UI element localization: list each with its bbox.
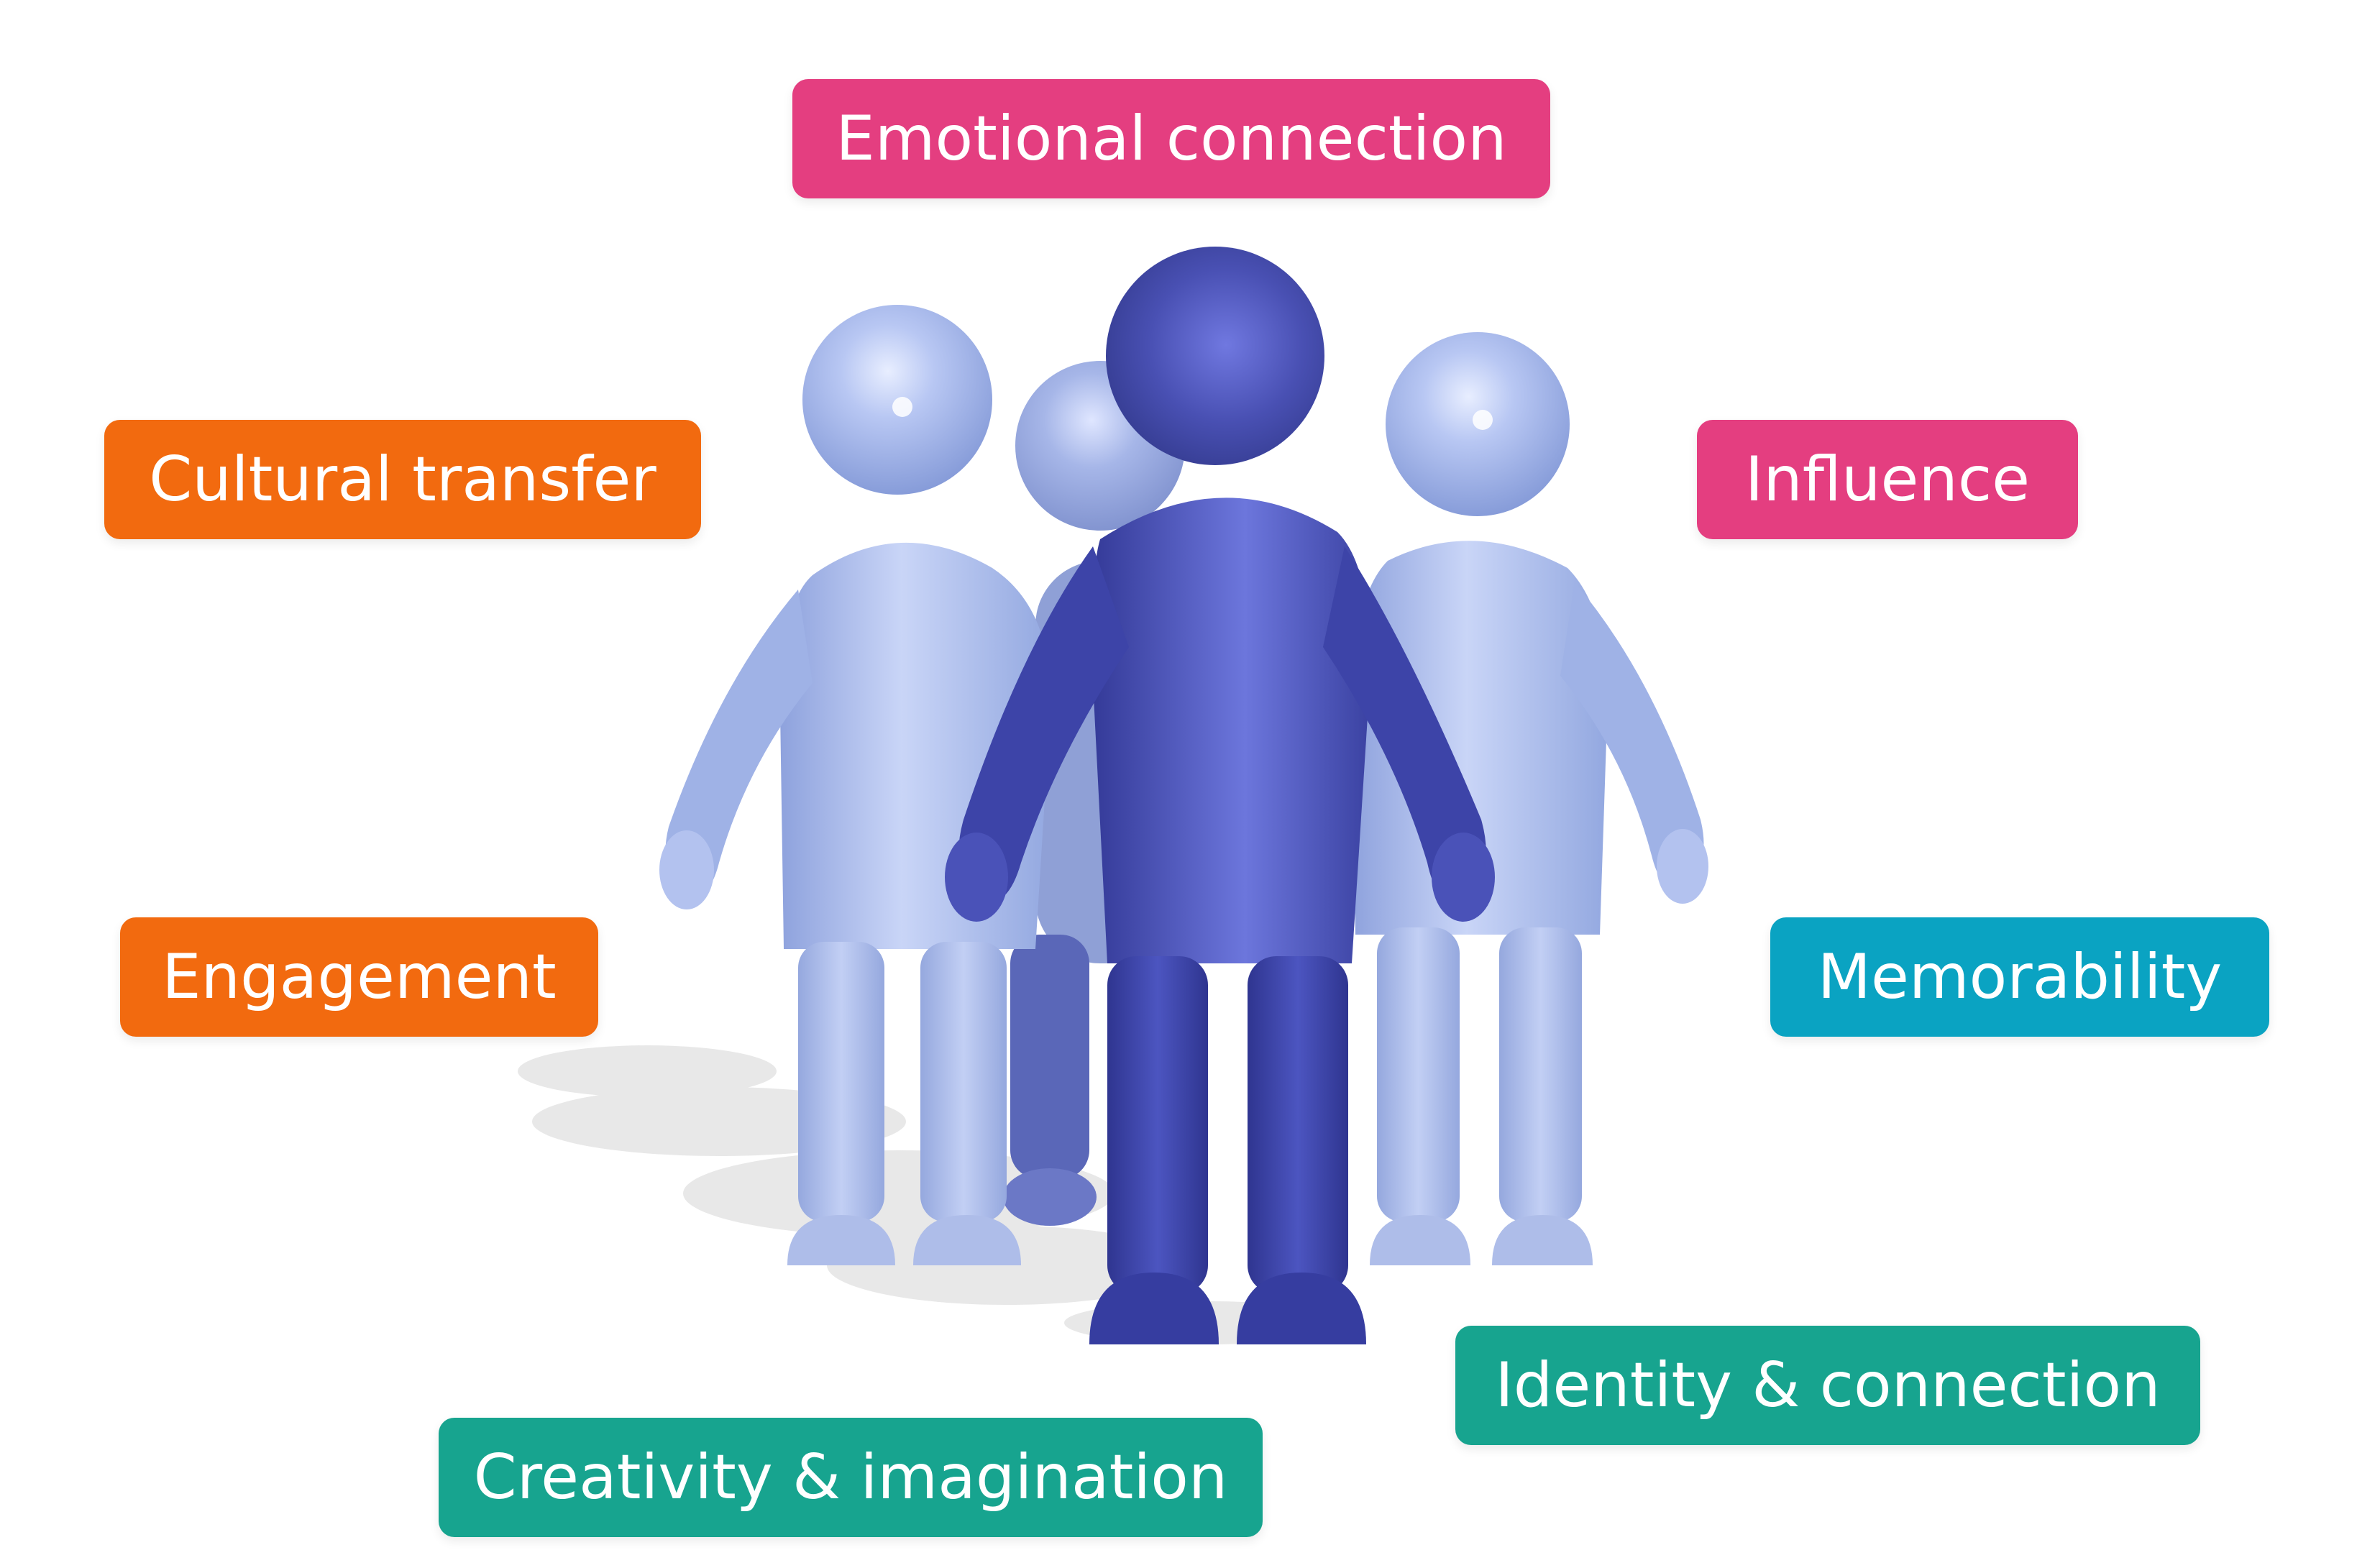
- person-figure-right: [1352, 332, 1708, 1265]
- label-engagement: Engagement: [120, 917, 598, 1037]
- label-creativity-imagination: Creativity & imagination: [439, 1418, 1263, 1537]
- label-identity-connection: Identity & connection: [1455, 1326, 2200, 1445]
- label-emotional-connection: Emotional connection: [792, 79, 1550, 198]
- person-figure-left: [659, 305, 1051, 1265]
- label-cultural-transfer: Cultural transfer: [104, 420, 701, 539]
- person-figure-front: [945, 247, 1495, 1344]
- label-influence: Influence: [1697, 420, 2078, 539]
- label-memorability: Memorability: [1770, 917, 2269, 1037]
